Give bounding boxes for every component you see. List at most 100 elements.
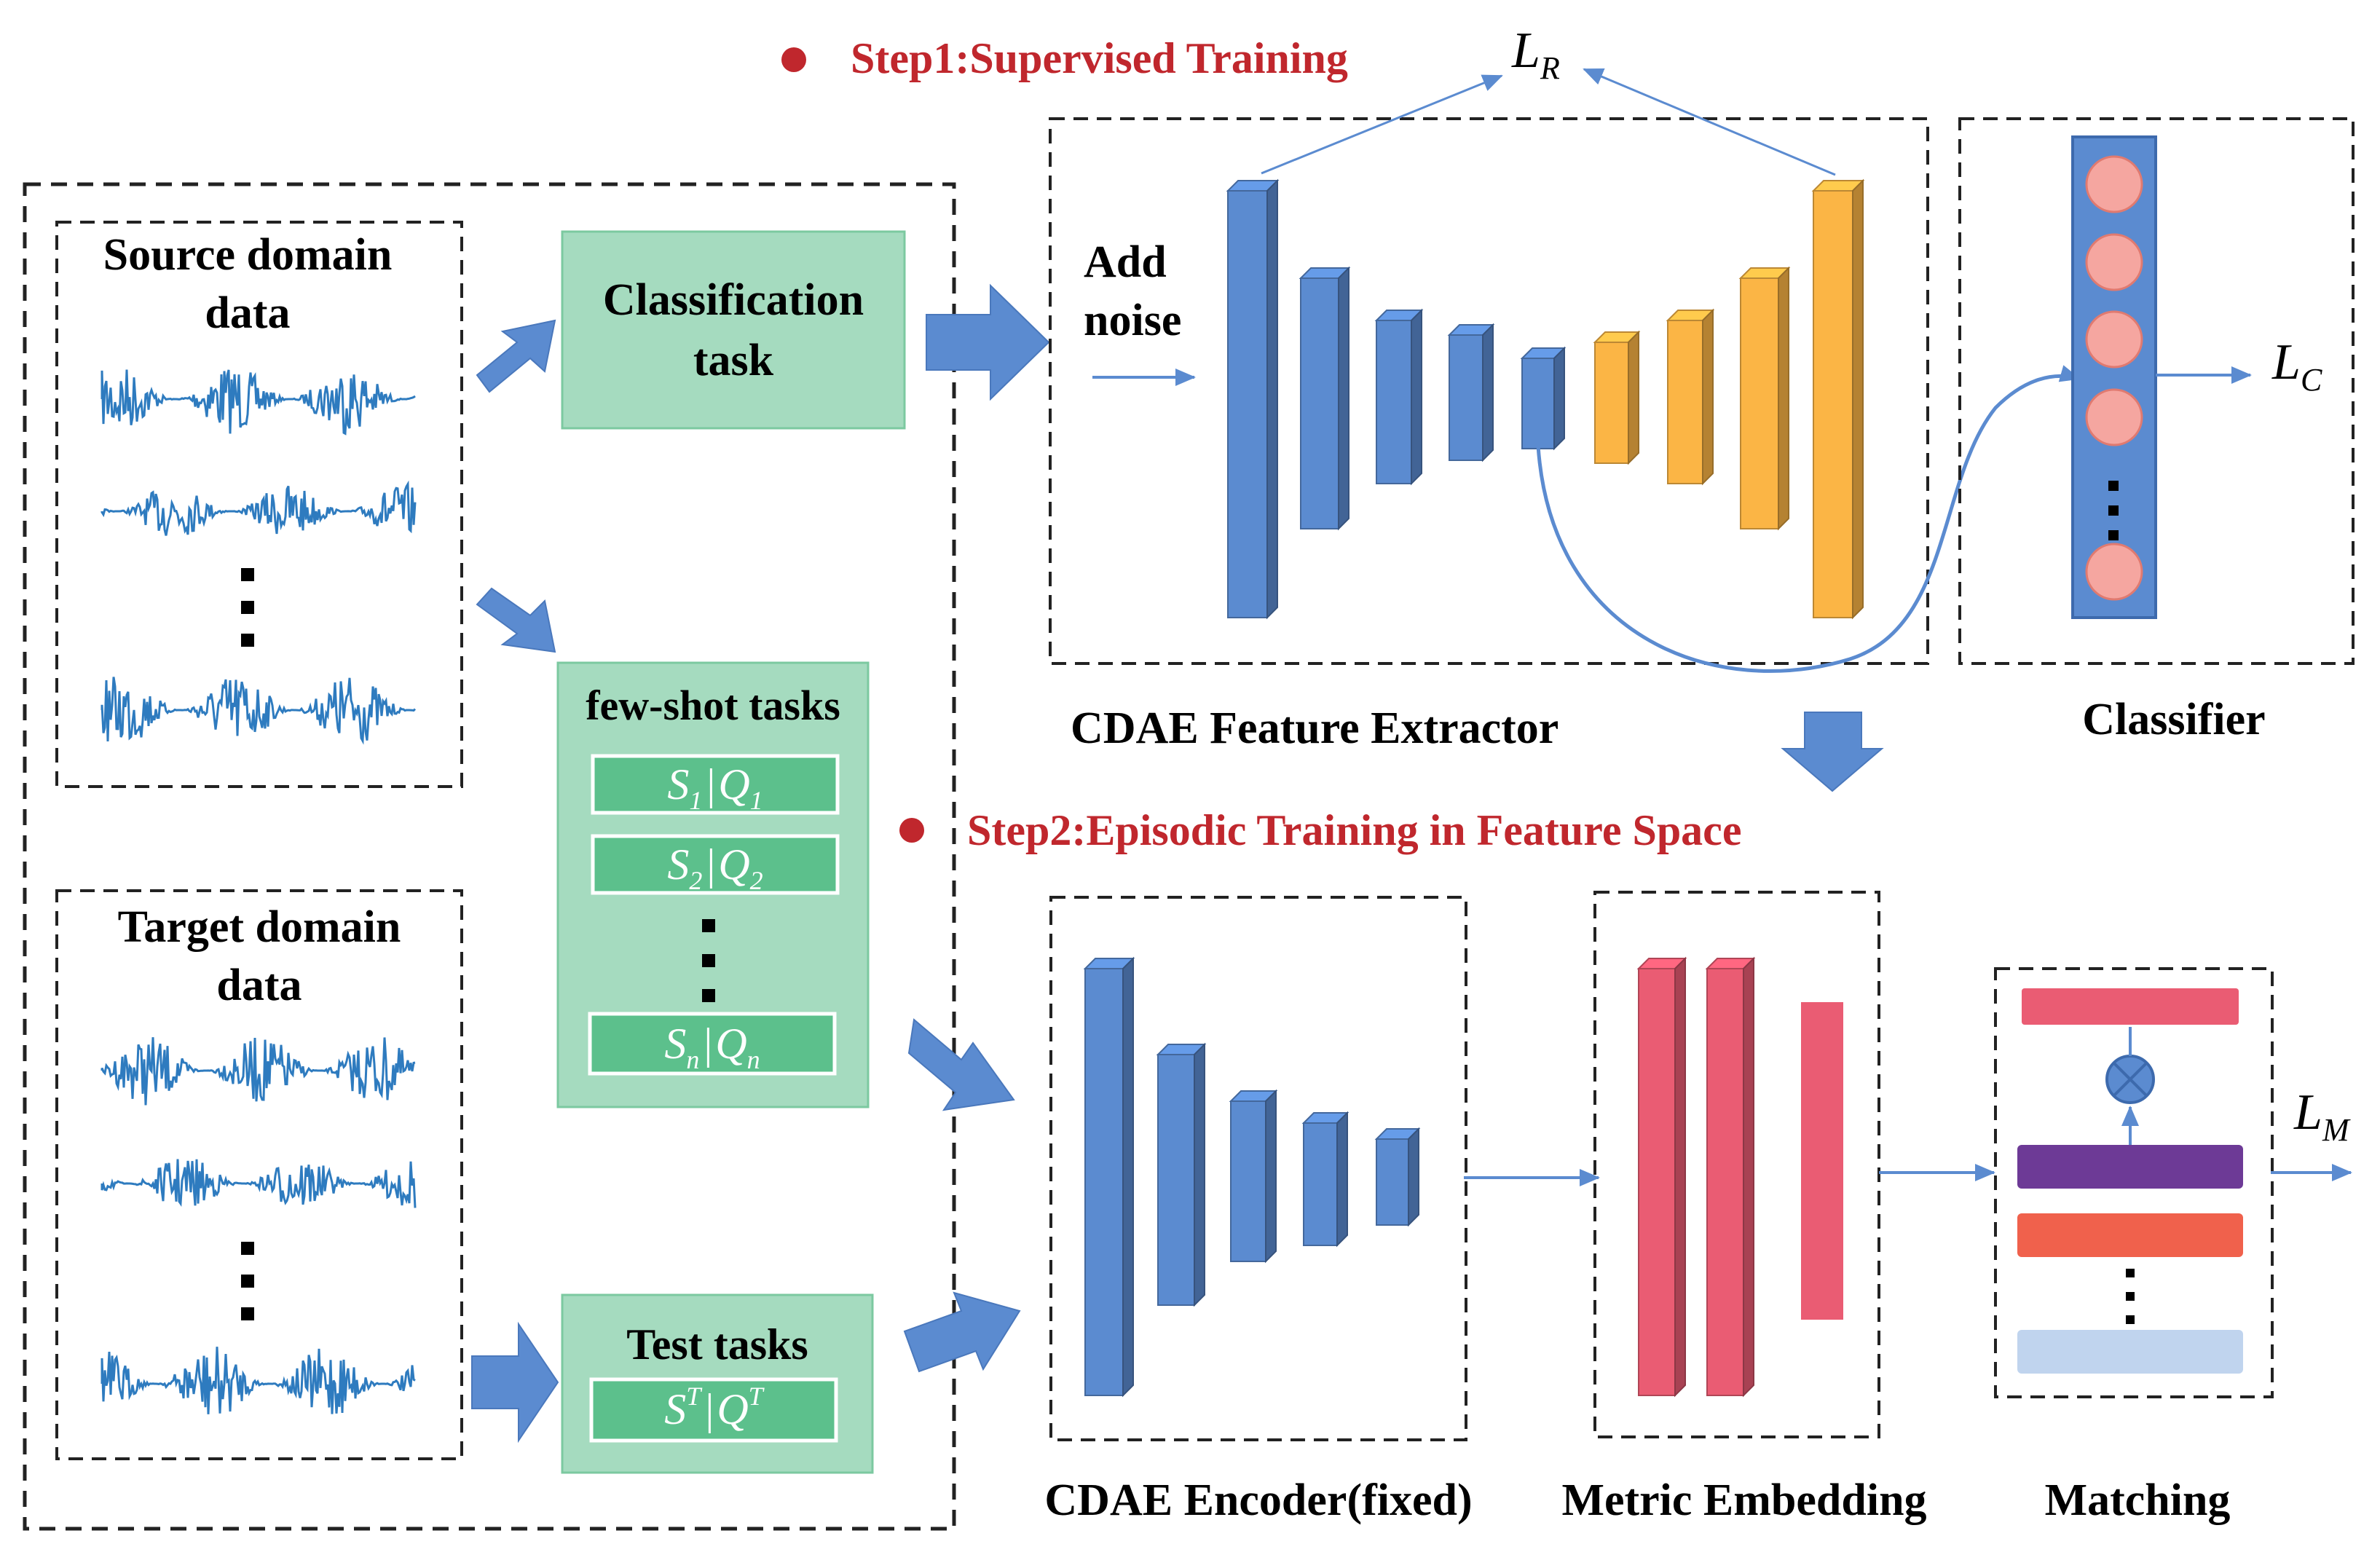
step1-header: Step1:Supervised Training (781, 34, 1348, 82)
query-embedding-bar (2022, 988, 2239, 1025)
few-shot-tasks-box: few-shot tasks S1|Q1 S2|Q2 Sn|Qn (556, 661, 870, 1108)
neuron (2085, 233, 2143, 291)
ellipsis-dot (702, 919, 715, 932)
source-to-classification-arrow (476, 319, 556, 393)
neuron (2085, 388, 2143, 446)
support-query-set-n (588, 1012, 837, 1076)
ellipsis-dot (241, 634, 254, 647)
ellipsis-dot (702, 989, 715, 1002)
svg-text:S1|Q1: S1|Q1 (667, 760, 763, 815)
target-title-line1: Target domain (118, 902, 401, 952)
encoder-layer (1374, 1127, 1421, 1227)
classifier-neurons (2085, 155, 2143, 601)
loss-lm: LM (2293, 1084, 2351, 1148)
test-support-query-set (589, 1377, 838, 1443)
flow-arrows (471, 283, 1884, 1443)
source-signal-1 (101, 369, 416, 436)
ellipsis-dot (2108, 481, 2119, 491)
classification-line1: Classification (603, 275, 864, 325)
source-domain-box: Source domain data (55, 221, 463, 788)
step1-title: Step1:Supervised Training (851, 34, 1348, 82)
cdae-extractor-frame (1049, 117, 1929, 665)
add-noise-line1: Add (1084, 237, 1167, 287)
lr-arrow-right (1583, 68, 1836, 176)
prototype-bar-1 (2017, 1145, 2243, 1189)
matching-label: Matching (2045, 1476, 2231, 1525)
ellipsis-dot (2126, 1269, 2135, 1277)
classifier-label: Classifier (2082, 695, 2265, 744)
prototype-bar-n (2017, 1330, 2243, 1374)
step1-bullet (781, 47, 806, 72)
feature-to-classifier-curve (1536, 365, 2081, 673)
target-signal-3 (101, 1347, 416, 1414)
metric-embedding-frame (1593, 891, 1880, 1438)
svg-text:ST|QT: ST|QT (664, 1382, 765, 1433)
extractor-layers (1226, 178, 1865, 620)
data-tasks-frame (23, 182, 956, 1531)
step2-title: Step2:Episodic Training in Feature Space (967, 806, 1741, 854)
source-to-fewshot-arrow (476, 587, 556, 653)
loss-lc: LC (2271, 334, 2322, 398)
metric-output-vector (1801, 1002, 1843, 1320)
few-shot-title: few-shot tasks (586, 682, 840, 729)
fewshot-to-encoder-arrow (907, 1018, 1015, 1111)
ellipsis-dot (241, 1242, 254, 1255)
support-query-set-2 (591, 834, 840, 895)
encoder-layer (1299, 266, 1351, 531)
extractor-to-encoder-arrow (1781, 712, 1884, 792)
encoder-layer (1226, 178, 1280, 620)
encoder-layer (1374, 308, 1424, 486)
ellipsis-dot (241, 568, 254, 581)
decoder-layer (1666, 308, 1715, 486)
lr-arrow-left (1261, 74, 1503, 175)
metric-layers (1636, 956, 1756, 1398)
test-to-encoder-arrow (903, 1291, 1021, 1373)
loss-lr: LR (1511, 23, 1560, 86)
neuron (2085, 155, 2143, 213)
svg-text:Sn|Qn: Sn|Qn (664, 1020, 760, 1074)
source-signal-2 (101, 480, 417, 536)
ellipsis-dot (2108, 505, 2119, 516)
metric-layer (1705, 956, 1756, 1398)
classifier-frame (1958, 117, 2355, 665)
encoder-layer (1229, 1089, 1278, 1264)
target-domain-box: Target domain data (55, 889, 463, 1460)
encoder-layer (1301, 1111, 1349, 1248)
ellipsis-dot (241, 601, 254, 614)
classification-line2: task (693, 336, 774, 385)
encoder-label: CDAE Encoder(fixed) (1044, 1476, 1472, 1525)
ellipsis-dot (241, 1307, 254, 1320)
metric-layer (1636, 956, 1687, 1398)
neuron (2085, 310, 2143, 369)
decoder-layer (1738, 266, 1791, 531)
encoder-layer (1156, 1042, 1207, 1307)
target-signal-1 (101, 1037, 416, 1106)
test-tasks-title: Test tasks (626, 1320, 808, 1368)
ellipsis-dot (241, 1275, 254, 1288)
matching-frame (1994, 967, 2274, 1398)
step2-header: Step2:Episodic Training in Feature Space (899, 806, 1741, 854)
classification-to-extractor-arrow (926, 283, 1050, 401)
decoder-layer (1593, 330, 1641, 465)
neuron (2085, 543, 2143, 601)
target-title-line2: data (216, 961, 302, 1010)
ellipsis-dot (2126, 1292, 2135, 1301)
encoder-layer (1447, 323, 1495, 462)
svg-text:S2|Q2: S2|Q2 (667, 840, 763, 895)
source-title-line2: data (205, 288, 290, 338)
source-signal-3 (101, 677, 417, 745)
prototype-bar-2 (2017, 1213, 2243, 1257)
decoder-layer (1811, 178, 1865, 620)
add-noise-line2: noise (1084, 296, 1181, 345)
target-signal-2 (101, 1159, 417, 1208)
target-to-test-arrow (471, 1321, 559, 1443)
encoder-layers (1083, 956, 1421, 1398)
support-query-set-1 (591, 754, 840, 815)
metric-label: Metric Embedding (1561, 1476, 1926, 1525)
encoder-layer (1083, 956, 1135, 1398)
encoder-layer (1520, 346, 1567, 451)
classification-task-box: Classification task (561, 230, 906, 430)
ellipsis-dot (702, 954, 715, 967)
test-tasks-box: Test tasks ST|QT (561, 1293, 874, 1474)
